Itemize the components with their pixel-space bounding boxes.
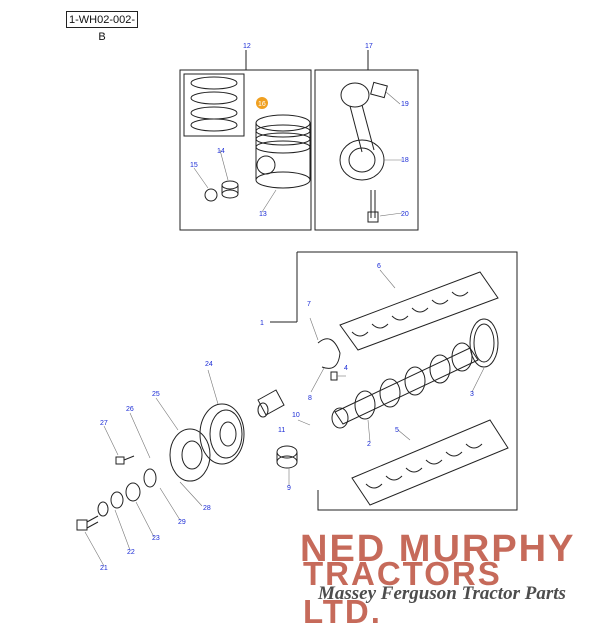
exploded-parts-diagram: 12 17 16 14 15 13 19 18 20 1 6 7 4 8 3 2… — [76, 43, 518, 572]
brand-tagline: Massey Ferguson Tractor Parts — [318, 583, 566, 604]
piston — [255, 114, 311, 189]
piston-pin — [221, 180, 239, 199]
highlight-badge — [256, 97, 268, 109]
snap-ring — [204, 188, 218, 202]
callout-7[interactable]: 7 — [307, 301, 311, 308]
callout-23[interactable]: 23 — [152, 535, 160, 542]
callout-20[interactable]: 20 — [401, 211, 409, 218]
callout-8[interactable]: 8 — [308, 395, 312, 402]
callout-11[interactable]: 11 — [278, 427, 285, 434]
callout-1[interactable]: 1 — [260, 320, 264, 327]
callout-18[interactable]: 18 — [401, 157, 409, 164]
callout-16[interactable]: 16 — [258, 101, 266, 108]
callout-22[interactable]: 22 — [127, 549, 135, 556]
vibration-damper — [169, 428, 211, 482]
connecting-rod — [339, 81, 388, 181]
wear-sleeve — [125, 482, 141, 502]
callout-24[interactable]: 24 — [205, 361, 213, 368]
main-bearings-lower — [351, 419, 509, 506]
pulley-bolt — [76, 515, 99, 531]
rod-bolt — [367, 190, 379, 223]
callout-9[interactable]: 9 — [287, 485, 291, 492]
callout-13[interactable]: 13 — [259, 211, 267, 218]
callout-4[interactable]: 4 — [344, 365, 348, 372]
piston-group-frame — [179, 69, 312, 231]
callout-2[interactable]: 2 — [367, 441, 371, 448]
connecting-rod-frame — [314, 69, 419, 231]
piston-rings — [190, 76, 238, 132]
callout-28[interactable]: 28 — [203, 505, 211, 512]
piston-rings-frame — [183, 73, 245, 137]
washer — [97, 501, 109, 517]
pilot-bearing — [276, 445, 298, 469]
callout-19[interactable]: 19 — [401, 101, 409, 108]
crankshaft — [331, 342, 479, 429]
thrust-washer — [317, 338, 341, 369]
callout-3[interactable]: 3 — [470, 391, 474, 398]
callout-27[interactable]: 27 — [100, 420, 108, 427]
diagram-reference-label: 1-WH02-002-B — [66, 11, 138, 43]
front-seal — [143, 468, 157, 488]
callout-14[interactable]: 14 — [217, 148, 225, 155]
callout-12[interactable]: 12 — [243, 43, 251, 50]
crank-gear-ring — [469, 318, 499, 368]
callout-17[interactable]: 17 — [365, 43, 373, 50]
brand-name: NED MURPHY — [300, 528, 576, 570]
spacer-ring — [110, 491, 124, 509]
crank-pulley — [199, 403, 245, 465]
damper-bolt — [115, 455, 135, 465]
callout-29[interactable]: 29 — [178, 519, 186, 526]
main-bearings-upper — [339, 271, 499, 351]
callout-21[interactable]: 21 — [100, 565, 108, 572]
crankshaft-frame — [297, 251, 518, 511]
callout-26[interactable]: 26 — [126, 406, 134, 413]
crank-hub — [257, 389, 285, 418]
callout-5[interactable]: 5 — [395, 427, 399, 434]
callout-10[interactable]: 10 — [292, 412, 300, 419]
callout-25[interactable]: 25 — [152, 391, 160, 398]
callout-15[interactable]: 15 — [190, 162, 198, 169]
callout-6[interactable]: 6 — [377, 263, 381, 270]
